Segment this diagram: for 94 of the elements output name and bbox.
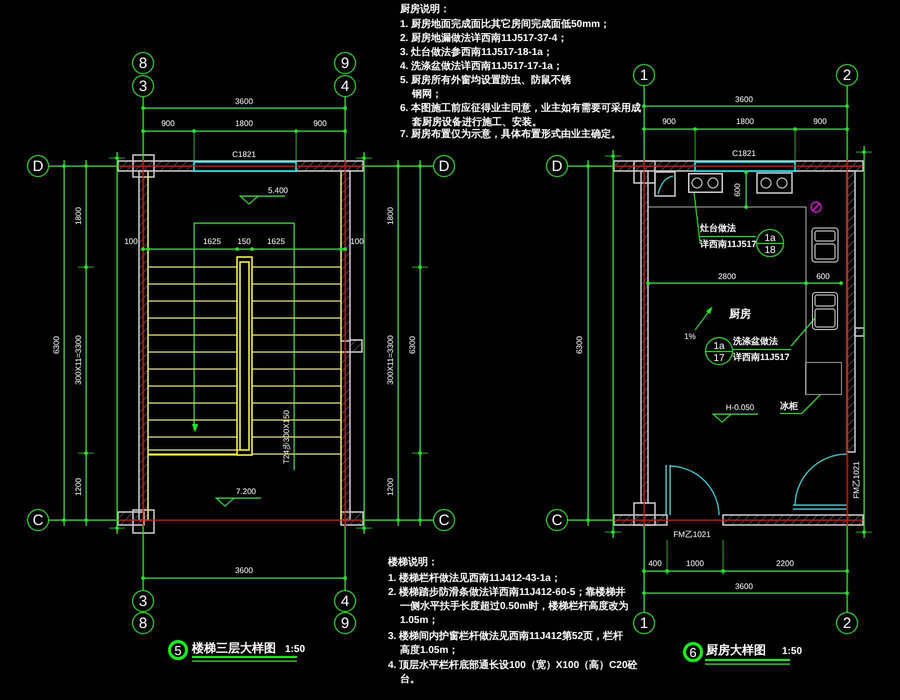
dimension-text: 2200 bbox=[776, 560, 794, 568]
dimension-text: 3600 bbox=[235, 98, 253, 106]
axis-bubble: D bbox=[27, 155, 49, 177]
room-label: 厨房 bbox=[729, 310, 751, 320]
slope-text: 1% bbox=[684, 333, 696, 341]
door-label: FM乙1021 bbox=[853, 461, 861, 499]
dimension-text: 3600 bbox=[735, 96, 753, 104]
dimension-text: 1625 bbox=[267, 238, 285, 246]
sink-drawing bbox=[812, 292, 838, 330]
axis-bubble: 6 bbox=[683, 642, 703, 662]
dimension-text: 300X11=3300 bbox=[387, 335, 395, 385]
annotation-text: 灶台做法 bbox=[700, 224, 756, 237]
annotation-text: 洗涤盆做法 bbox=[733, 337, 791, 350]
dimension-text: 600 bbox=[816, 273, 830, 281]
callout-bubble bbox=[756, 229, 784, 257]
note-text: 4. 洗涤盆做法详西南11J517-17-1a； bbox=[400, 60, 564, 74]
dimension-text: 2800 bbox=[718, 273, 736, 281]
notes-heading: 厨房说明： bbox=[400, 5, 450, 15]
dimension-text: 100 bbox=[124, 238, 138, 246]
annotation-text: 冰柜 bbox=[780, 402, 802, 414]
dimension-text: 6300 bbox=[409, 336, 417, 354]
door-label: FM乙1021 bbox=[673, 531, 711, 539]
dimension-text: 400 bbox=[648, 560, 662, 568]
axis-bubble: D bbox=[546, 155, 568, 177]
dimension-text: 1000 bbox=[686, 560, 704, 568]
axis-bubble: D bbox=[433, 155, 455, 177]
axis-bubble: 1 bbox=[633, 612, 655, 634]
note-text: 1. 楼梯栏杆做法见西南11J412-43-1a； bbox=[388, 572, 562, 586]
dimension-text: 900 bbox=[813, 118, 827, 126]
dimension-text: 1200 bbox=[387, 478, 395, 496]
axis-bubble: 2 bbox=[836, 612, 858, 634]
drawing-title: 1:50 bbox=[285, 645, 306, 655]
dimension-text: 1800 bbox=[235, 120, 253, 128]
elevation-text: 7.200 bbox=[236, 488, 256, 496]
notes-heading: 楼梯说明： bbox=[388, 558, 438, 568]
callout-number: 1a bbox=[763, 234, 777, 244]
annotation-text: 详西南11J517 bbox=[700, 240, 756, 249]
axis-bubble: 1 bbox=[633, 64, 655, 86]
callout-number: 1a bbox=[712, 342, 726, 352]
drawing-title: 楼梯三层大样图 bbox=[192, 642, 276, 654]
axis-bubble: C bbox=[546, 509, 568, 531]
axis-bubble: 9 bbox=[334, 52, 356, 74]
drawing-title: 厨房大样图 bbox=[706, 644, 766, 656]
axis-bubble: 4 bbox=[334, 590, 356, 612]
dimension-text: 900 bbox=[313, 120, 327, 128]
dimension-text: 3600 bbox=[735, 583, 753, 591]
elevation-text: 5.400 bbox=[268, 187, 288, 195]
axis-bubble: 3 bbox=[132, 590, 154, 612]
dimension-text: 1625 bbox=[203, 238, 221, 246]
dimension-text: 900 bbox=[161, 120, 175, 128]
step-text: T24步300X150 bbox=[283, 410, 291, 464]
axis-bubble: 3 bbox=[132, 75, 154, 97]
dimension-text: 6300 bbox=[53, 336, 61, 354]
leader-line bbox=[790, 318, 816, 346]
elevation-text: H-0.050 bbox=[726, 404, 754, 412]
note-text: 4. 顶层水平栏杆底部通长设100（宽）X100（高）C20砼台。 bbox=[388, 659, 639, 687]
cooktop-drawing bbox=[688, 173, 723, 193]
dimension-text: 600 bbox=[734, 183, 742, 197]
axis-bubble: 8 bbox=[132, 52, 154, 74]
axis-bubble: C bbox=[433, 509, 455, 531]
callout-number: 17 bbox=[712, 354, 726, 364]
axis-bubble: 2 bbox=[836, 64, 858, 86]
annotation-text: 详西南11J517 bbox=[733, 353, 791, 362]
note-text: 1. 厨房地面完成面比其它房间完成面低50mm； bbox=[400, 18, 612, 32]
cabinet-outline bbox=[805, 362, 842, 395]
dimension-text: 1800 bbox=[387, 207, 395, 225]
dimension-text: 6300 bbox=[576, 336, 584, 354]
leader-line bbox=[802, 394, 820, 414]
dimension-text: 150 bbox=[237, 238, 251, 246]
dimension-text: 1200 bbox=[75, 478, 83, 496]
leader-line bbox=[694, 192, 700, 244]
drawing-title: 1:50 bbox=[782, 647, 802, 657]
note-text: 7. 厨房布置仅为示意，具体布置形式由业主确定。 bbox=[400, 128, 622, 142]
axis-bubble: 8 bbox=[132, 612, 154, 634]
note-text: 2. 楼梯踏步防滑条做法详西南11J412-60-5；靠楼梯井一侧水平扶手长度超过0.50m时，楼梯栏杆高度改为1.05m； bbox=[388, 586, 630, 628]
callout-number: 18 bbox=[763, 246, 777, 256]
note-text: 3. 楼梯间内护窗栏杆做法见西南11J412第52页，栏杆高度1.05m； bbox=[388, 630, 624, 658]
dimension-text: 100 bbox=[350, 238, 364, 246]
dimension-text: 1800 bbox=[75, 207, 83, 225]
callout-bubble bbox=[705, 337, 733, 365]
note-text: 5. 厨房所有外窗均设置防虫、防鼠不锈钢网； bbox=[400, 74, 572, 102]
dimension-text: 1800 bbox=[736, 118, 754, 126]
note-text: 6. 本图施工前应征得业主同意，业主如有需要可采用成套厨房设备进行施工、安装。 bbox=[400, 102, 642, 128]
window-label: C1821 bbox=[232, 151, 256, 159]
dimension-text: 900 bbox=[662, 118, 676, 126]
axis-bubble: C bbox=[27, 509, 49, 531]
axis-bubble: 9 bbox=[334, 612, 356, 634]
note-text: 3. 灶台做法参西南11J517-18-1a； bbox=[400, 46, 554, 60]
dimension-text: 3600 bbox=[235, 567, 253, 575]
axis-bubble: 5 bbox=[168, 640, 188, 660]
window-label: C1821 bbox=[732, 150, 756, 158]
note-text: 2. 厨房地漏做法详西南11J517-37-4； bbox=[400, 32, 568, 46]
dimension-text: 300X11=3300 bbox=[75, 335, 83, 385]
axis-bubble: 4 bbox=[334, 75, 356, 97]
